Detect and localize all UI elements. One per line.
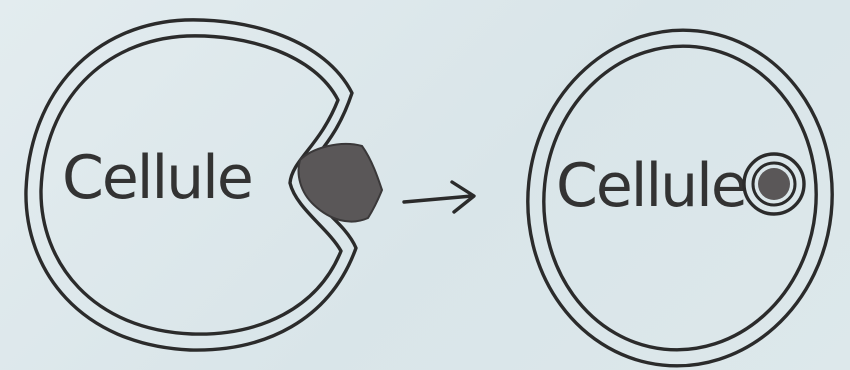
particle (299, 144, 382, 222)
internalized-particle (758, 168, 790, 200)
cell-after-label: Cellule (556, 151, 746, 221)
arrow-icon (404, 182, 474, 212)
cell-before-label: Cellule (62, 143, 252, 213)
cell-after-engulfment: Cellule (511, 15, 848, 370)
